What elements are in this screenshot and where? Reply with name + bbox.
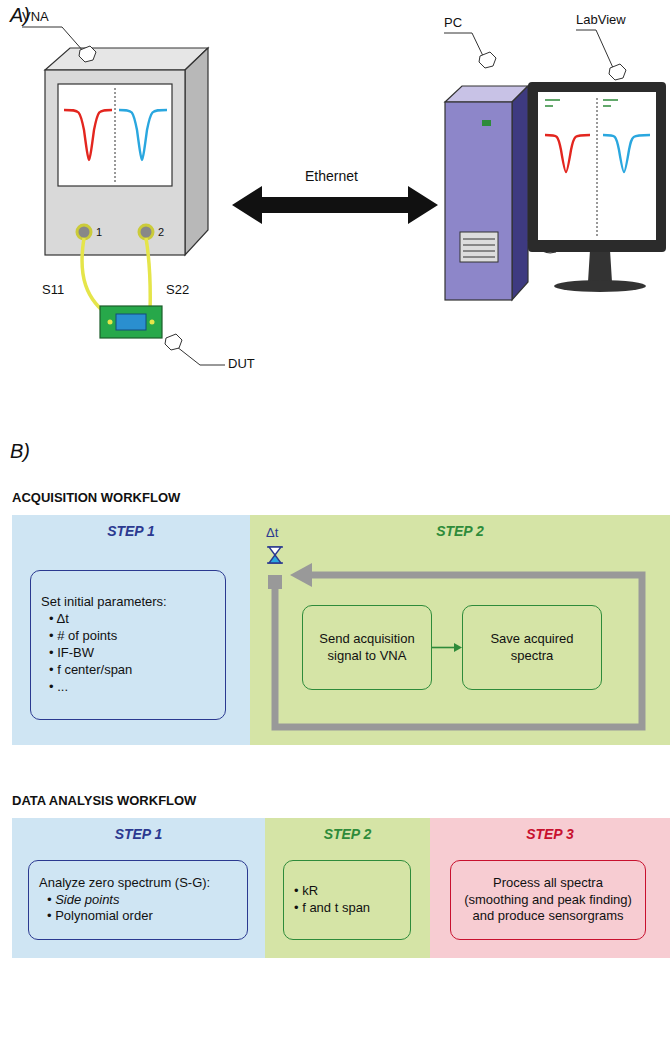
box-text: • kR: [294, 883, 400, 900]
step-band: STEP 2 • kR• f and t span: [265, 818, 430, 958]
label: PC: [444, 16, 462, 31]
dut-board: [100, 306, 162, 338]
label: DATA ANALYSIS WORKFLOW: [12, 794, 196, 809]
label: Δt: [266, 526, 278, 541]
box-text: Analyze zero spectrum (S-G):: [39, 875, 237, 892]
box-text: • ...: [41, 679, 215, 696]
label: S11: [42, 283, 64, 298]
step-band: STEP 2 Send acquisition signal to VNA Save…: [250, 515, 670, 745]
step-band: STEP 3 Process all spectra (smoothing and…: [430, 818, 670, 958]
ethernet-arrow: [232, 186, 438, 224]
step-box: Save acquired spectra: [462, 605, 602, 690]
step-box: Process all spectra (smoothing and peak …: [450, 860, 646, 940]
box-text: • Δt: [41, 611, 215, 628]
box-text: • f center/span: [41, 662, 215, 679]
label: 2: [158, 226, 164, 239]
pc-tower: [445, 86, 528, 300]
step-box: • kR• f and t span: [283, 860, 411, 940]
pointer-hands: [79, 46, 626, 350]
step-heading: STEP 2: [250, 523, 670, 539]
step-box: Send acquisition signal to VNA: [302, 605, 432, 690]
step-heading: STEP 1: [12, 523, 250, 539]
box-text: Send acquisition signal to VNA: [313, 631, 421, 665]
step-band: STEP 1 Set initial parameters:• Δt• # of …: [12, 515, 250, 745]
label: VNA: [22, 10, 49, 25]
leader-lines: [22, 27, 614, 365]
step-heading: STEP 2: [265, 826, 430, 842]
box-text: • Polynomial order: [39, 908, 237, 925]
box-text: Process all spectra (smoothing and peak …: [461, 875, 635, 926]
vna-instrument: [45, 48, 208, 255]
step-band: STEP 1 Analyze zero spectrum (S-G):• Side…: [12, 818, 265, 958]
box-text: • Side points: [39, 892, 237, 909]
step-box: Set initial parameters:• Δt• # of points…: [30, 570, 226, 720]
label: S22: [166, 283, 189, 298]
step-heading: STEP 1: [12, 826, 265, 842]
label: DUT: [228, 357, 255, 372]
label: B): [10, 440, 30, 463]
label: 1: [96, 226, 102, 239]
label: Ethernet: [305, 168, 358, 184]
box-text: • # of points: [41, 628, 215, 645]
step-box: Analyze zero spectrum (S-G):• Side point…: [28, 860, 248, 940]
label: LabView: [576, 13, 626, 28]
step-heading: STEP 3: [430, 826, 670, 842]
monitor: [528, 82, 666, 292]
hourglass-icon: [267, 547, 283, 563]
box-text: Set initial parameters:: [41, 594, 215, 611]
box-text: Save acquired spectra: [473, 631, 591, 665]
box-text: • f and t span: [294, 900, 400, 917]
box-text: • IF-BW: [41, 645, 215, 662]
flow-arrow: [432, 643, 462, 652]
label: ACQUISITION WORKFLOW: [12, 491, 180, 506]
